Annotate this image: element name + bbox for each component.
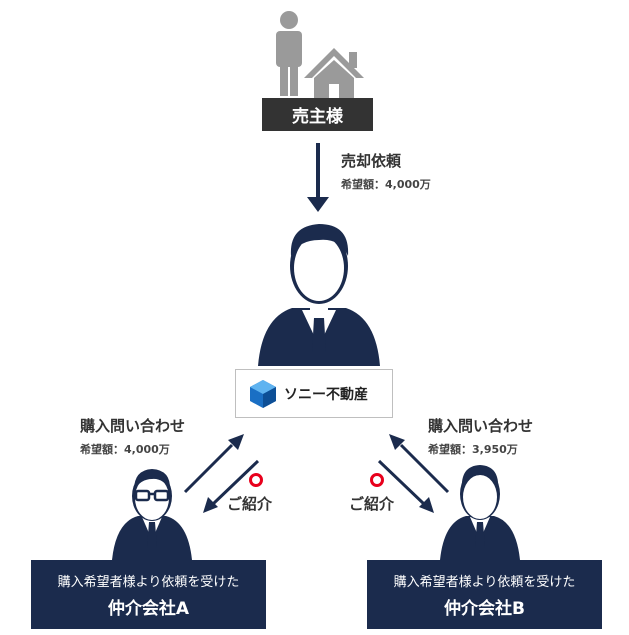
inquiry-arrow-a [183,434,244,494]
inquiry-title-b: 購入問い合わせ [428,417,534,435]
broker-b-subtitle: 購入希望者様より依頼を受けた [393,574,576,590]
house-icon [304,48,364,98]
broker-a-subtitle: 購入希望者様より依頼を受けた [57,574,240,590]
sale-request-price: 希望額：4,000万 [341,178,431,191]
glasses-icon [134,489,170,502]
introduce-label-b: ご紹介 [349,495,395,513]
sale-request-title: 売却依頼 [341,152,402,170]
circle-mark-icon [370,473,384,487]
introduce-label-a: ご紹介 [227,495,273,513]
agent-icon [258,224,380,366]
broker-a-name: 仲介会社A [107,598,190,619]
request-arrow [307,143,329,212]
inquiry-price-a: 希望額：4,000万 [80,443,170,456]
seller-label-text: 売主様 [292,107,343,127]
inquiry-title-a: 購入問い合わせ [80,417,186,435]
introduce-arrow-a [203,459,260,513]
introduce-arrow-b [377,459,434,513]
broker-icon [112,469,192,560]
broker-b-name: 仲介会社B [444,598,525,619]
sony-logo-icon [250,379,276,408]
inquiry-arrow-b [389,434,450,494]
broker-icon [440,465,520,560]
inquiry-price-b: 希望額：3,950万 [428,443,518,456]
seller-label: 売主様 [262,98,373,131]
broker-b-box: 購入希望者様より依頼を受けた 仲介会社B [367,560,602,629]
broker-a-box: 購入希望者様より依頼を受けた 仲介会社A [31,560,266,629]
person-icon [276,11,302,96]
agency-name: ソニー不動産 [284,386,368,403]
circle-mark-icon [249,473,263,487]
agency-box: ソニー不動産 [235,369,393,418]
